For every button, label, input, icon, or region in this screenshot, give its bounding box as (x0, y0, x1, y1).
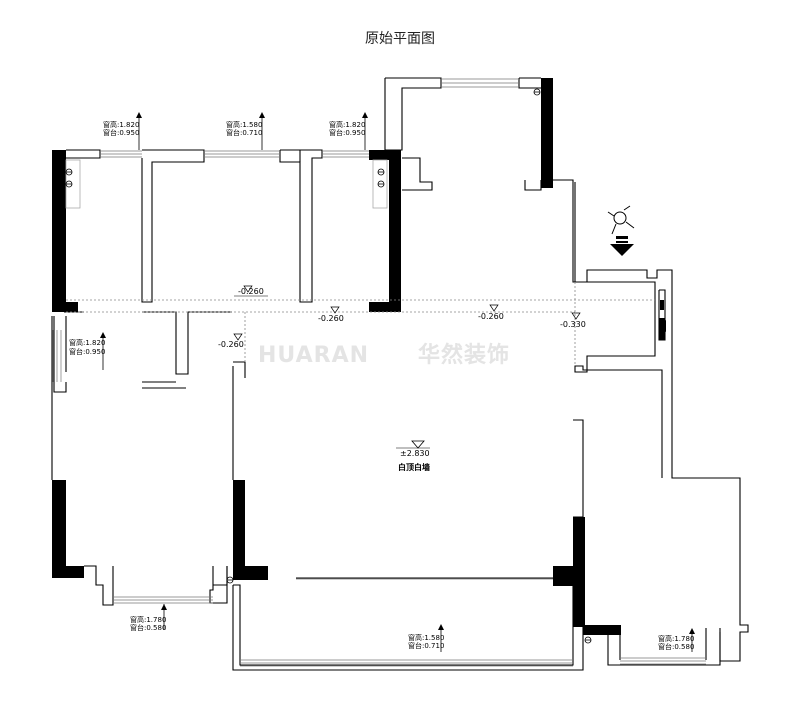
entry-door-icon (660, 300, 666, 332)
entrance-arrow-icon (610, 236, 634, 256)
window-tag-tm-b: 窗台:0.710 (226, 128, 262, 137)
beam-height-4: -0.330 (560, 320, 586, 329)
window-tag-bl-b: 窗台:0.580 (130, 623, 166, 632)
watermark-cn: 华然装饰 (418, 342, 510, 368)
window-tag-left-b: 窗台:0.950 (69, 347, 105, 356)
beam-height-5: -0.260 (218, 340, 244, 349)
person-icon (607, 205, 635, 235)
window-tag-tr-b: 窗台:0.950 (329, 128, 365, 137)
beam-lines (66, 282, 655, 366)
window-tag-left: 窗高:1.820 窗台:0.950 (69, 332, 106, 370)
window-tag-bm-a: 窗高:1.580 (408, 633, 444, 642)
window-tag-br: 窗高:1.780 窗台:0.580 (658, 628, 695, 652)
window-tag-bl: 窗高:1.780 窗台:0.580 (130, 604, 167, 632)
plan-title: 原始平面图 (365, 31, 435, 47)
beam-label-4: -0.330 (560, 312, 586, 329)
outlet-icons (65, 88, 592, 644)
room-note: 白顶白墙 (398, 462, 430, 472)
watermark-brand: HUARAN (258, 343, 369, 368)
window-tag-bm: 窗高:1.580 窗台:0.710 (408, 624, 444, 652)
window-tag-tl-b: 窗台:0.950 (103, 128, 139, 137)
room-height-marker: ±2.830 白顶白墙 (396, 440, 430, 472)
window-tag-tm-a: 窗高:1.580 (226, 120, 262, 129)
window-tag-tm: 窗高:1.580 窗台:0.710 (226, 112, 265, 150)
window-tag-bm-b: 窗台:0.710 (408, 641, 444, 650)
room-height: ±2.830 (400, 449, 430, 458)
solid-walls (52, 78, 665, 635)
windows (52, 78, 706, 667)
beam-height-3: -0.260 (478, 312, 504, 321)
beam-label-5: -0.260 (218, 333, 244, 349)
window-tag-tr-a: 窗高:1.820 (329, 120, 365, 129)
window-tag-br-b: 窗台:0.580 (658, 642, 694, 651)
window-tag-br-a: 窗高:1.780 (658, 634, 694, 643)
window-tag-tr: 窗高:1.820 窗台:0.950 (329, 112, 368, 150)
window-tag-tl: 窗高:1.820 窗台:0.950 (103, 112, 142, 150)
beam-height-2: -0.260 (318, 314, 344, 323)
window-tag-tl-a: 窗高:1.820 (103, 120, 139, 129)
radiators (65, 159, 388, 209)
beam-height-1: -0.260 (238, 287, 264, 296)
beam-label-2: -0.260 (318, 306, 344, 323)
beam-label-1: -0.260 (234, 285, 268, 297)
beam-label-3: -0.260 (478, 304, 504, 321)
window-tag-bl-a: 窗高:1.780 (130, 615, 166, 624)
window-tag-left-a: 窗高:1.820 (69, 338, 105, 347)
